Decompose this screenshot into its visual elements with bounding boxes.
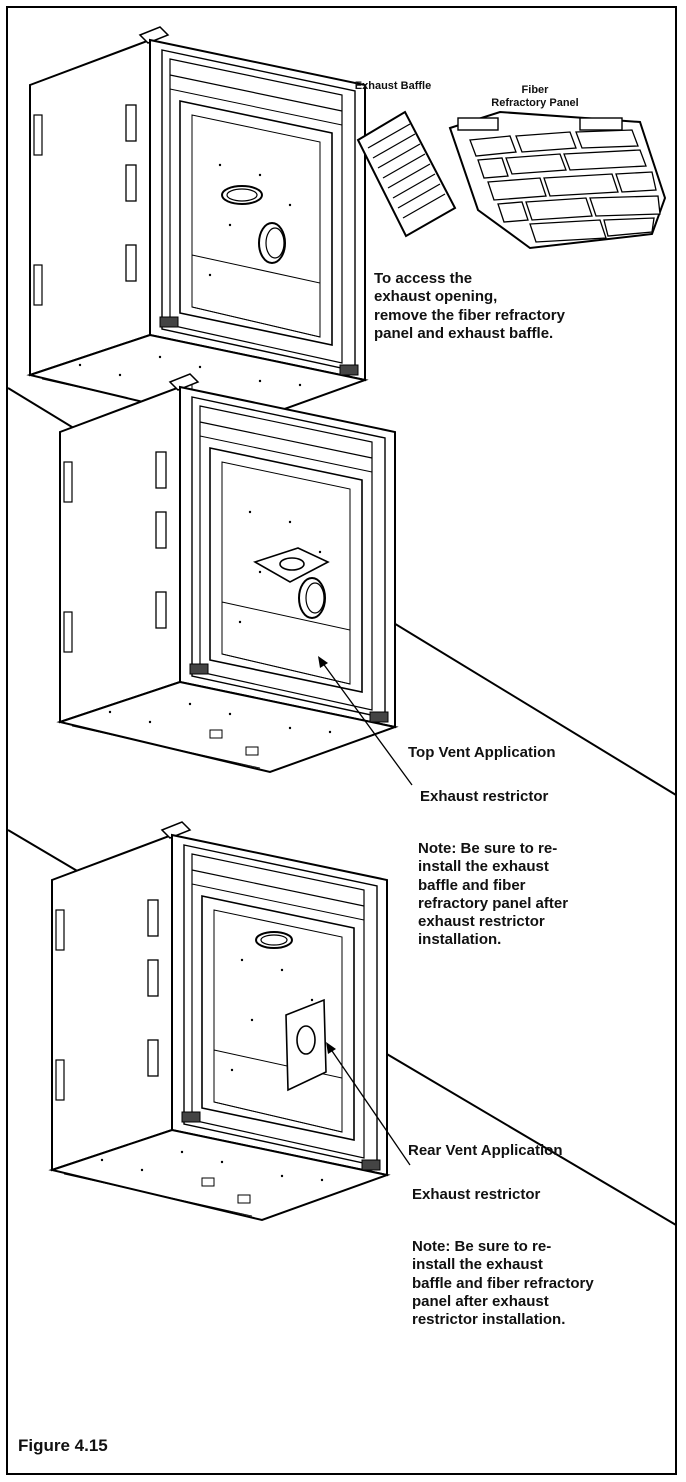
heading-rear-vent-application: Rear Vent Application [408, 1142, 563, 1159]
callout-exhaust-restrictor-rear: Exhaust restrictor [412, 1186, 541, 1203]
instruction-line: remove the fiber refractory [374, 306, 565, 324]
fiber-refractory-panel-drawing [448, 110, 667, 250]
note-line: baffle and fiber [418, 876, 526, 894]
note-top-vent: Note: Be sure to re- install the exhaust… [418, 840, 668, 950]
label-fiber-line2: Refractory Panel [491, 97, 579, 110]
instruction-access-exhaust: To access the exhaust opening, remove th… [374, 270, 664, 343]
fireplace-drawing-2 [59, 373, 396, 773]
note-line: panel after exhaust [412, 1292, 549, 1310]
note-line: exhaust restrictor [418, 913, 545, 931]
note-line: install the exhaust [418, 858, 549, 876]
heading-top-vent-application: Top Vent Application [408, 744, 556, 761]
note-line: Note: Be sure to re- [412, 1238, 552, 1255]
instruction-line: exhaust opening, [374, 288, 498, 306]
instruction-line: To access the [374, 270, 473, 287]
note-line: baffle and fiber refractory [412, 1274, 594, 1292]
callout-arrow-3 [326, 1042, 411, 1166]
label-fiber-refractory-panel: Fiber Refractory Panel [470, 84, 600, 111]
fireplace-drawing-1 [29, 26, 366, 426]
figure-caption: Figure 4.15 [18, 1436, 108, 1455]
exhaust-baffle-drawing [356, 110, 457, 238]
label-fiber-line1: Fiber [521, 84, 549, 96]
note-rear-vent: Note: Be sure to re- install the exhaust… [412, 1238, 668, 1329]
note-line: refractory panel after [418, 894, 569, 912]
fireplace-drawing-3 [51, 821, 388, 1221]
note-line: restrictor installation. [412, 1311, 566, 1329]
note-line: Note: Be sure to re- [418, 840, 558, 857]
instruction-line: panel and exhaust baffle. [374, 324, 554, 342]
label-exhaust-baffle: Exhaust Baffle [354, 80, 432, 92]
callout-arrow-2 [318, 656, 413, 786]
callout-exhaust-restrictor-top: Exhaust restrictor [420, 788, 549, 805]
note-line: install the exhaust [412, 1256, 543, 1274]
note-line: installation. [418, 931, 502, 949]
